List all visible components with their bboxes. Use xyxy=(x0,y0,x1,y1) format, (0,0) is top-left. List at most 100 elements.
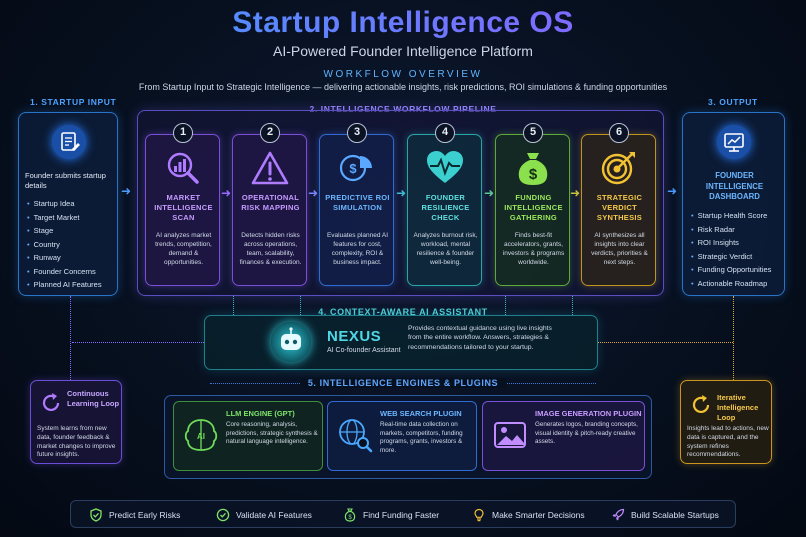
arrow-icon: ➜ xyxy=(221,186,232,200)
check-badge-icon xyxy=(216,508,230,522)
svg-text:$: $ xyxy=(529,166,538,183)
list-item: Actionable Roadmap xyxy=(691,277,771,291)
connector-line xyxy=(598,342,733,343)
card-title: FUNDING INTELLIGENCE GATHERING xyxy=(504,193,563,222)
benefit-item: Validate AI Features xyxy=(216,508,312,522)
list-item: Country xyxy=(27,238,102,252)
card-title: MARKET INTELLIGENCE SCAN xyxy=(154,193,213,222)
arrow-icon: ➜ xyxy=(396,186,407,200)
card-description: Finds best-fit accelerators, grants, inv… xyxy=(502,232,565,266)
engine-title: IMAGE GENERATION PLUGIN xyxy=(535,409,642,418)
lightbulb-icon xyxy=(474,508,484,522)
card-description: Analyzes burnout risk, workload, mental … xyxy=(413,232,478,266)
engine-title: LLM ENGINE (GPT) xyxy=(226,409,295,418)
card-description: AI synthesizes all insights into clear v… xyxy=(591,232,648,266)
input-caption: Founder submits startup details xyxy=(25,171,106,190)
startup-input-panel: Founder submits startup details Startup … xyxy=(18,112,118,296)
step-number: 2 xyxy=(260,123,280,143)
engines-section-label: 5. INTELLIGENCE ENGINES & PLUGINS xyxy=(0,378,806,388)
card-title: STRATEGIC VERDICT SYNTHESIS xyxy=(596,193,643,222)
svg-text:AI: AI xyxy=(197,432,205,441)
magnifier-chart-icon xyxy=(162,149,204,187)
connector-line xyxy=(72,342,204,343)
assistant-section-label: 4. CONTEXT-AWARE AI ASSISTANT xyxy=(318,307,488,317)
benefit-item: $ Find Funding Faster xyxy=(343,508,439,522)
warning-icon xyxy=(249,149,291,187)
assistant-name: NEXUS xyxy=(327,328,382,345)
list-item: Stage xyxy=(27,224,102,238)
dollar-pie-icon: $ xyxy=(336,149,378,187)
target-icon xyxy=(598,149,640,187)
step-number: 3 xyxy=(347,123,367,143)
list-item: Founder Concerns xyxy=(27,265,102,279)
pipeline-card-market-intelligence: 1 MARKET INTELLIGENCE SCAN AI analyzes m… xyxy=(145,123,220,286)
workflow-description: From Startup Input to Strategic Intellig… xyxy=(138,82,668,92)
connector-line xyxy=(233,296,234,315)
engine-description: Generates logos, branding concepts, visu… xyxy=(535,421,638,446)
loop-description: System learns from new data, founder fee… xyxy=(37,425,116,459)
pipeline-card-funding-intelligence: 5 $ FUNDING INTELLIGENCE GATHERING Finds… xyxy=(495,123,570,286)
benefit-label: Find Funding Faster xyxy=(363,510,440,520)
card-title: FOUNDER RESILIENCE CHECK xyxy=(421,193,470,222)
connector-line xyxy=(300,296,301,315)
engine-image-generation: IMAGE GENERATION PLUGIN Generates logos,… xyxy=(482,401,645,471)
input-section-label: 1. STARTUP INPUT xyxy=(30,97,117,107)
pipeline-card-founder-resilience: 4 FOUNDER RESILIENCE CHECK Analyzes burn… xyxy=(407,123,482,286)
loop-title: Iterative Intelligence Loop xyxy=(717,393,759,422)
arrow-icon: ➜ xyxy=(121,184,132,198)
pipeline-card-operational-risk: 2 OPERATIONAL RISK MAPPING Detects hidde… xyxy=(232,123,307,286)
rocket-icon xyxy=(612,508,625,521)
benefits-bar: Predict Early Risks Validate AI Features… xyxy=(70,500,736,528)
ai-brain-icon: AI xyxy=(182,416,220,454)
list-item: Startup Health Score xyxy=(691,209,771,223)
arrow-icon: ➜ xyxy=(667,184,678,198)
output-panel: FOUNDER INTELLIGENCE DASHBOARD Startup H… xyxy=(682,112,785,296)
svg-text:$: $ xyxy=(349,161,357,176)
arrow-icon: ➜ xyxy=(484,186,495,200)
list-item: Risk Radar xyxy=(691,223,771,237)
output-title: FOUNDER INTELLIGENCE DASHBOARD xyxy=(705,171,764,201)
iterative-intelligence-loop: Iterative Intelligence Loop Insights lea… xyxy=(680,380,772,464)
output-list: Startup Health Score Risk Radar ROI Insi… xyxy=(691,209,772,291)
refresh-loop-icon xyxy=(39,391,63,420)
assistant-panel: NEXUS AI Co-founder Assistant Provides c… xyxy=(204,315,598,370)
engine-llm: AI LLM ENGINE (GPT) Core reasoning, anal… xyxy=(173,401,323,471)
arrow-icon: ➜ xyxy=(308,186,319,200)
card-description: Detects hidden risks across operations, … xyxy=(239,232,302,266)
list-item: Planned AI Features xyxy=(27,278,102,292)
continuous-learning-loop: Continuous Learning Loop System learns f… xyxy=(30,380,122,464)
connector-line xyxy=(505,296,506,315)
loop-description: Insights lead to actions, new data is ca… xyxy=(687,425,769,459)
input-list: Startup Idea Target Market Stage Country… xyxy=(27,197,102,292)
step-number: 4 xyxy=(435,123,455,143)
engine-description: Core reasoning, analysis, predictions, s… xyxy=(226,421,318,446)
list-item: Target Market xyxy=(27,211,102,225)
card-description: Evaluates planned AI features for cost, … xyxy=(326,232,389,266)
engine-web-search: WEB SEARCH PLUGIN Real-time data collect… xyxy=(327,401,477,471)
svg-text:$: $ xyxy=(348,515,352,521)
image-icon xyxy=(491,416,529,454)
connector-line xyxy=(733,296,734,380)
shield-check-icon xyxy=(90,508,102,522)
connector-line xyxy=(70,296,71,380)
card-title: PREDICTIVE ROI SIMULATION xyxy=(325,193,390,212)
document-edit-icon xyxy=(52,125,86,159)
pipeline-card-strategic-verdict: 6 STRATEGIC VERDICT SYNTHESIS AI synthes… xyxy=(581,123,656,286)
assistant-role: AI Co-founder Assistant xyxy=(327,347,401,354)
step-number: 5 xyxy=(523,123,543,143)
workflow-title: WORKFLOW OVERVIEW xyxy=(323,69,483,80)
list-item: Strategic Verdict xyxy=(691,250,771,264)
list-item: Funding Opportunities xyxy=(691,263,772,277)
refresh-loop-icon xyxy=(689,393,713,422)
card-description: AI analyzes market trends, competition, … xyxy=(155,232,212,266)
step-number: 6 xyxy=(609,123,629,143)
pipeline-panel xyxy=(137,110,664,296)
list-item: Startup Idea xyxy=(27,197,102,211)
card-title: OPERATIONAL RISK MAPPING xyxy=(241,193,300,212)
benefit-item: Predict Early Risks xyxy=(89,508,180,522)
list-item: ROI Insights xyxy=(691,236,771,250)
globe-search-icon xyxy=(336,416,374,454)
page-title: Startup Intelligence OS xyxy=(0,6,806,40)
benefit-item: Build Scalable Startups xyxy=(611,508,719,522)
benefit-label: Validate AI Features xyxy=(236,510,312,520)
